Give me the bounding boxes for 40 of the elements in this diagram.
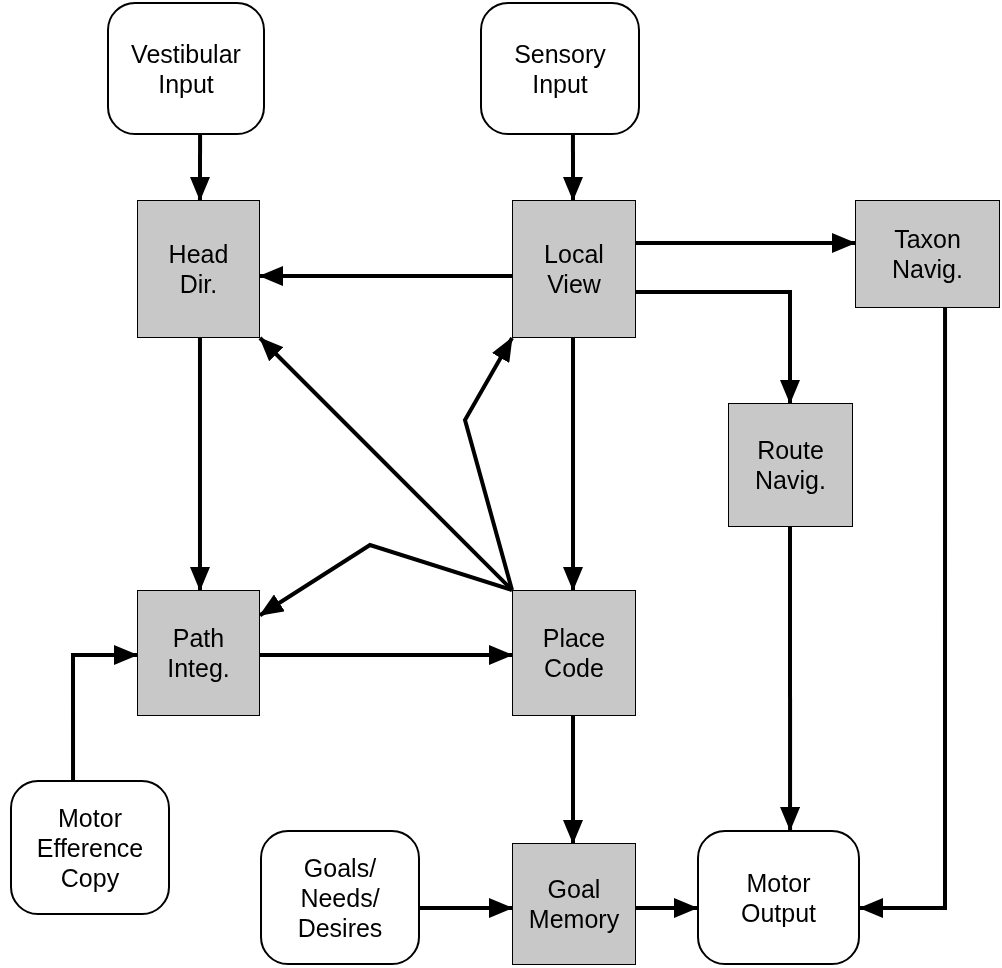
io-box: [260, 830, 420, 965]
node-label: Motor Efference Copy: [35, 802, 145, 893]
node-label: Path Integ.: [166, 623, 231, 683]
node-label: Motor Output: [739, 867, 818, 928]
process-box: [137, 200, 260, 338]
arrow: [636, 233, 856, 253]
arrow: [190, 338, 210, 591]
arrow: [259, 266, 512, 287]
process-box: [512, 590, 636, 716]
node-label: Sensory Input: [513, 38, 607, 99]
arrow: [636, 898, 698, 919]
arrow: [258, 542, 513, 617]
node-label: Goals/ Needs/ Desires: [296, 852, 384, 943]
process-box: [728, 403, 853, 527]
arrow: [636, 290, 800, 404]
arrow: [420, 898, 513, 919]
io-box: [697, 830, 860, 965]
node-label: Taxon Navig.: [891, 224, 964, 284]
process-box: [855, 200, 1000, 308]
node-label: Local View: [543, 239, 605, 299]
process-box: [512, 200, 636, 338]
arrow: [859, 308, 948, 918]
arrow: [260, 645, 513, 665]
arrow: [780, 527, 801, 831]
process-box: [137, 590, 260, 716]
io-box: [480, 2, 640, 135]
node-label: Goal Memory: [527, 874, 621, 934]
arrow: [563, 716, 583, 844]
node-label: Route Navig.: [754, 435, 827, 495]
node-label: Vestibular Input: [130, 38, 242, 99]
node-label: Head Dir.: [167, 239, 230, 299]
node-label: Place Code: [541, 623, 607, 683]
arrow: [462, 337, 514, 591]
io-box: [107, 2, 265, 135]
arrow: [563, 338, 583, 591]
arrow: [71, 645, 138, 780]
arrow: [563, 135, 583, 201]
arrow: [190, 135, 210, 201]
io-box: [10, 780, 170, 915]
process-box: [512, 843, 636, 965]
